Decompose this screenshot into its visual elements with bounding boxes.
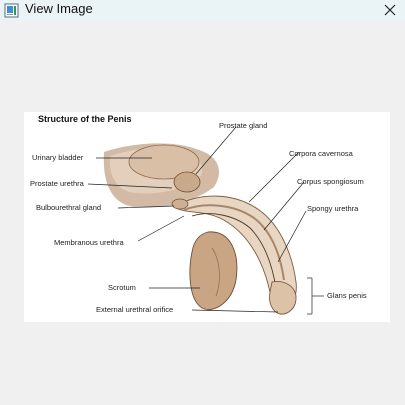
anatomy-illustration (87, 126, 324, 315)
label-urinary-bladder: Urinary bladder (32, 153, 84, 162)
image-viewer-icon (4, 3, 19, 18)
label-bulbourethral-gland: Bulbourethral gland (36, 203, 102, 212)
label-corpora-cavernosa: Corpora cavernosa (289, 149, 353, 158)
label-corpus-spongiosum: Corpus spongiosum (297, 177, 364, 186)
label-spongy-urethra: Spongy urethra (307, 204, 359, 213)
label-prostate-gland: Prostate gland (219, 121, 268, 130)
anatomy-figure: Structure of the Penis Prostate gland Ur… (24, 112, 390, 322)
window-title: View Image (25, 1, 93, 16)
label-membranous-urethra: Membranous urethra (54, 238, 124, 247)
label-external-urethral-orifice: External urethral orifice (96, 305, 174, 314)
label-scrotum: Scrotum (108, 283, 136, 292)
title-bar: View Image (0, 0, 405, 22)
close-button[interactable] (379, 0, 401, 20)
close-icon (384, 4, 396, 16)
label-glans-penis: Glans penis (327, 291, 367, 300)
figure-title: Structure of the Penis (38, 114, 132, 124)
label-prostate-urethra: Prostate urethra (30, 179, 84, 188)
